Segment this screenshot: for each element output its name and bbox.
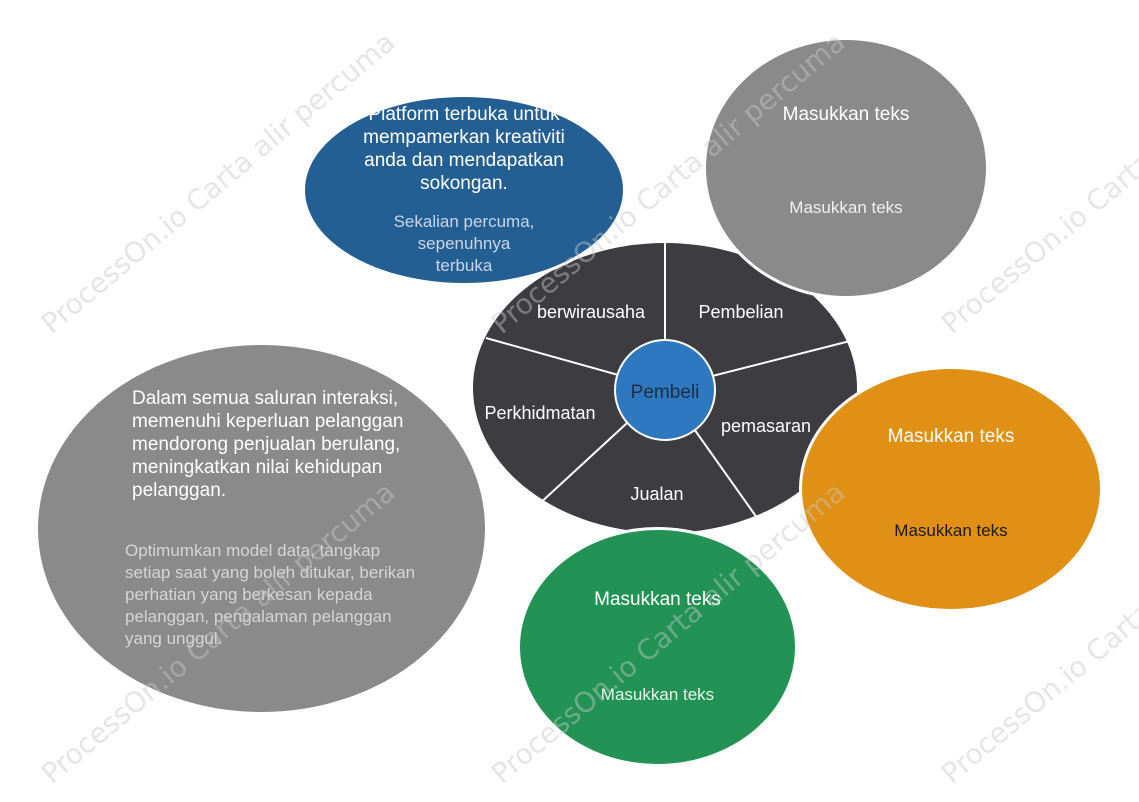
bubble-gray-left-title: Dalam semua saluran interaksi, memenuhi … bbox=[132, 388, 404, 501]
bubble-gray-left: Dalam semua saluran interaksi, memenuhi … bbox=[38, 345, 485, 712]
segment-label-jualan: Jualan bbox=[630, 484, 683, 504]
bubble-green-title: Masukkan teks bbox=[594, 589, 721, 610]
segment-label-pembelian: Pembelian bbox=[698, 302, 783, 322]
bubble-orange-title: Masukkan teks bbox=[887, 426, 1015, 447]
bubble-gray-top-sub: Masukkan teks bbox=[789, 198, 903, 217]
bubble-gray-left-sub: Optimumkan model data, tangkap setiap sa… bbox=[125, 541, 416, 648]
segment-label-berwirausaha: berwirausaha bbox=[537, 302, 646, 322]
bubble-gray-top: Masukkan teks Masukkan teks bbox=[703, 37, 989, 299]
center-circle bbox=[614, 339, 716, 441]
bubble-green: Masukkan teks Masukkan teks bbox=[517, 527, 798, 767]
bubble-orange: Masukkan teks Masukkan teks bbox=[799, 366, 1103, 612]
segment-label-perkhidmatan: Perkhidmatan bbox=[484, 403, 595, 423]
segment-label-pemasaran: pemasaran bbox=[721, 416, 811, 436]
bubble-gray-top-title: Masukkan teks bbox=[782, 104, 910, 125]
bubble-platform: Platform terbuka untuk mempamerkan kreat… bbox=[302, 94, 626, 286]
bubble-platform-title: Platform terbuka untuk mempamerkan kreat… bbox=[363, 104, 565, 194]
center-label: Pembeli bbox=[631, 382, 700, 403]
bubble-green-sub: Masukkan teks bbox=[600, 685, 715, 704]
bubble-orange-sub: Masukkan teks bbox=[894, 521, 1008, 540]
bubble-platform-sub: Sekalian percuma, sepenuhnya terbuka bbox=[393, 212, 535, 275]
